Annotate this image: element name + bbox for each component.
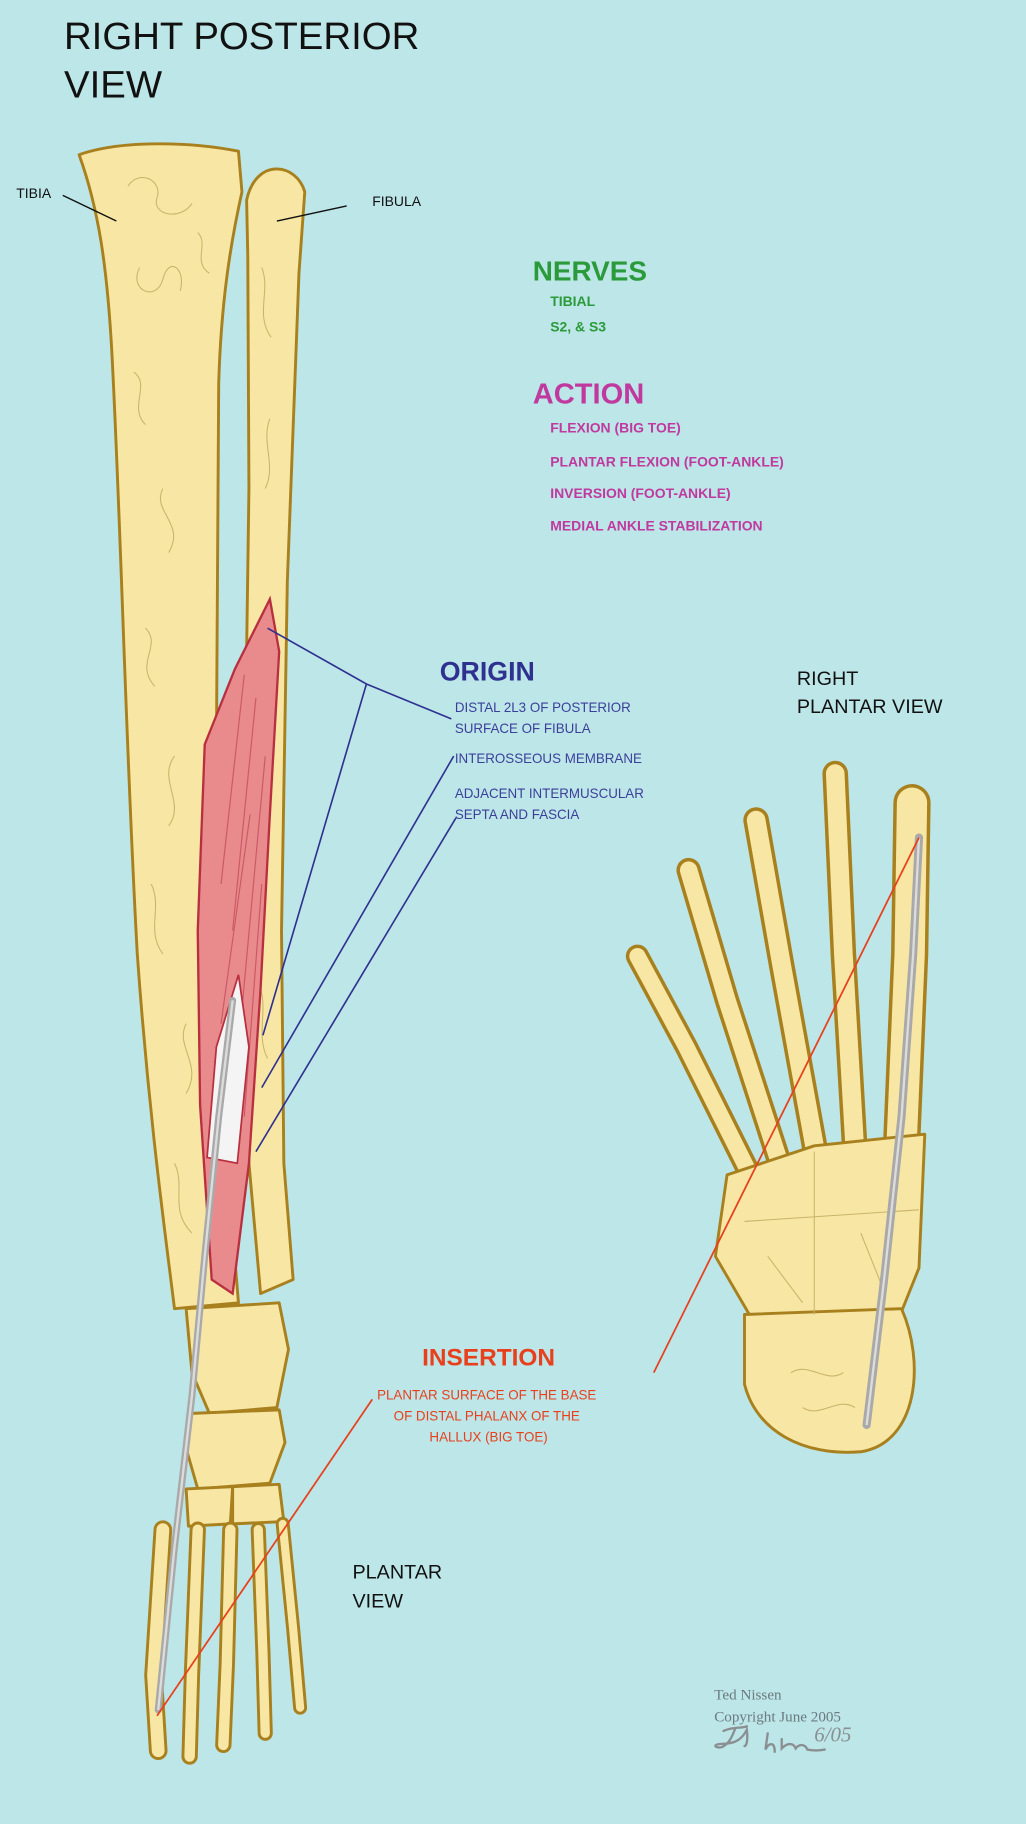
insertion-heading: INSERTION	[422, 1345, 555, 1372]
plantar-view-label: PLANTAR VIEW	[352, 1562, 447, 1613]
origin-item-2: ADJACENT INTERMUSCULAR SEPTA AND FASCIA	[455, 786, 648, 822]
insertion-line-1: PLANTAR SURFACE OF THE BASE	[377, 1387, 596, 1402]
right-plantar-line-2: PLANTAR VIEW	[797, 696, 943, 718]
insertion-text: PLANTAR SURFACE OF THE BASE OF DISTAL PH…	[377, 1387, 600, 1444]
leader-lines	[62, 194, 920, 1717]
origin-item-1: INTEROSSEOUS MEMBRANE	[455, 751, 642, 766]
action-item-3: MEDIAL ANKLE STABILIZATION	[550, 517, 762, 533]
origin-leader-1	[262, 627, 452, 1036]
tibia-label: TIBIA	[16, 185, 52, 201]
copyright-credit: Copyright June 2005	[714, 1710, 841, 1726]
fibula-leader	[276, 205, 347, 222]
foot-bones-posterior	[144, 1301, 308, 1765]
signature-date: 6/05	[814, 1722, 851, 1746]
signature: 6/05	[714, 1722, 851, 1754]
origin-heading: ORIGIN	[440, 657, 535, 687]
origin-leader-2	[261, 755, 455, 1089]
right-plantar-view-label: RIGHT PLANTAR VIEW	[797, 668, 943, 718]
right-plantar-line-1: RIGHT	[797, 668, 859, 690]
insertion-leader-1	[156, 1398, 373, 1717]
action-heading: ACTION	[533, 379, 644, 411]
plantar-view-line-2: VIEW	[352, 1591, 403, 1613]
title-line-2: VIEW	[64, 64, 163, 107]
nerve-item-0: TIBIAL	[550, 293, 595, 309]
fibula-label: FIBULA	[372, 193, 421, 209]
origin-item-0-line-1: DISTAL 2L3 OF POSTERIOR	[455, 700, 631, 715]
action-item-1: PLANTAR FLEXION (FOOT-ANKLE)	[550, 453, 784, 469]
tibia-leader	[62, 194, 117, 222]
origin-item-0-line-2: SURFACE OF FIBULA	[455, 721, 591, 736]
nerves-heading: NERVES	[533, 255, 647, 286]
action-item-2: INVERSION (FOOT-ANKLE)	[550, 485, 730, 501]
posterior-foot-digits	[144, 1516, 308, 1765]
page-title: RIGHT POSTERIOR VIEW	[64, 15, 430, 107]
insertion-line-2: OF DISTAL PHALANX OF THE	[394, 1408, 580, 1423]
origin-item-2-line-2: SEPTA AND FASCIA	[455, 807, 580, 822]
right-plantar-foot	[625, 760, 931, 1454]
origin-item-2-line-1: ADJACENT INTERMUSCULAR	[455, 786, 644, 801]
plantar-view-line-1: PLANTAR	[352, 1562, 442, 1584]
title-line-1: RIGHT POSTERIOR	[64, 15, 419, 58]
nerve-item-1: S2, & S3	[550, 319, 606, 335]
action-item-0: FLEXION (BIG TOE)	[550, 420, 681, 436]
insertion-leader-2	[652, 837, 920, 1374]
insertion-line-3: HALLUX (BIG TOE)	[429, 1429, 547, 1444]
origin-leader-3	[255, 817, 457, 1153]
origin-item-0: DISTAL 2L3 OF POSTERIOR SURFACE OF FIBUL…	[455, 700, 635, 736]
author-credit: Ted Nissen	[714, 1688, 782, 1704]
